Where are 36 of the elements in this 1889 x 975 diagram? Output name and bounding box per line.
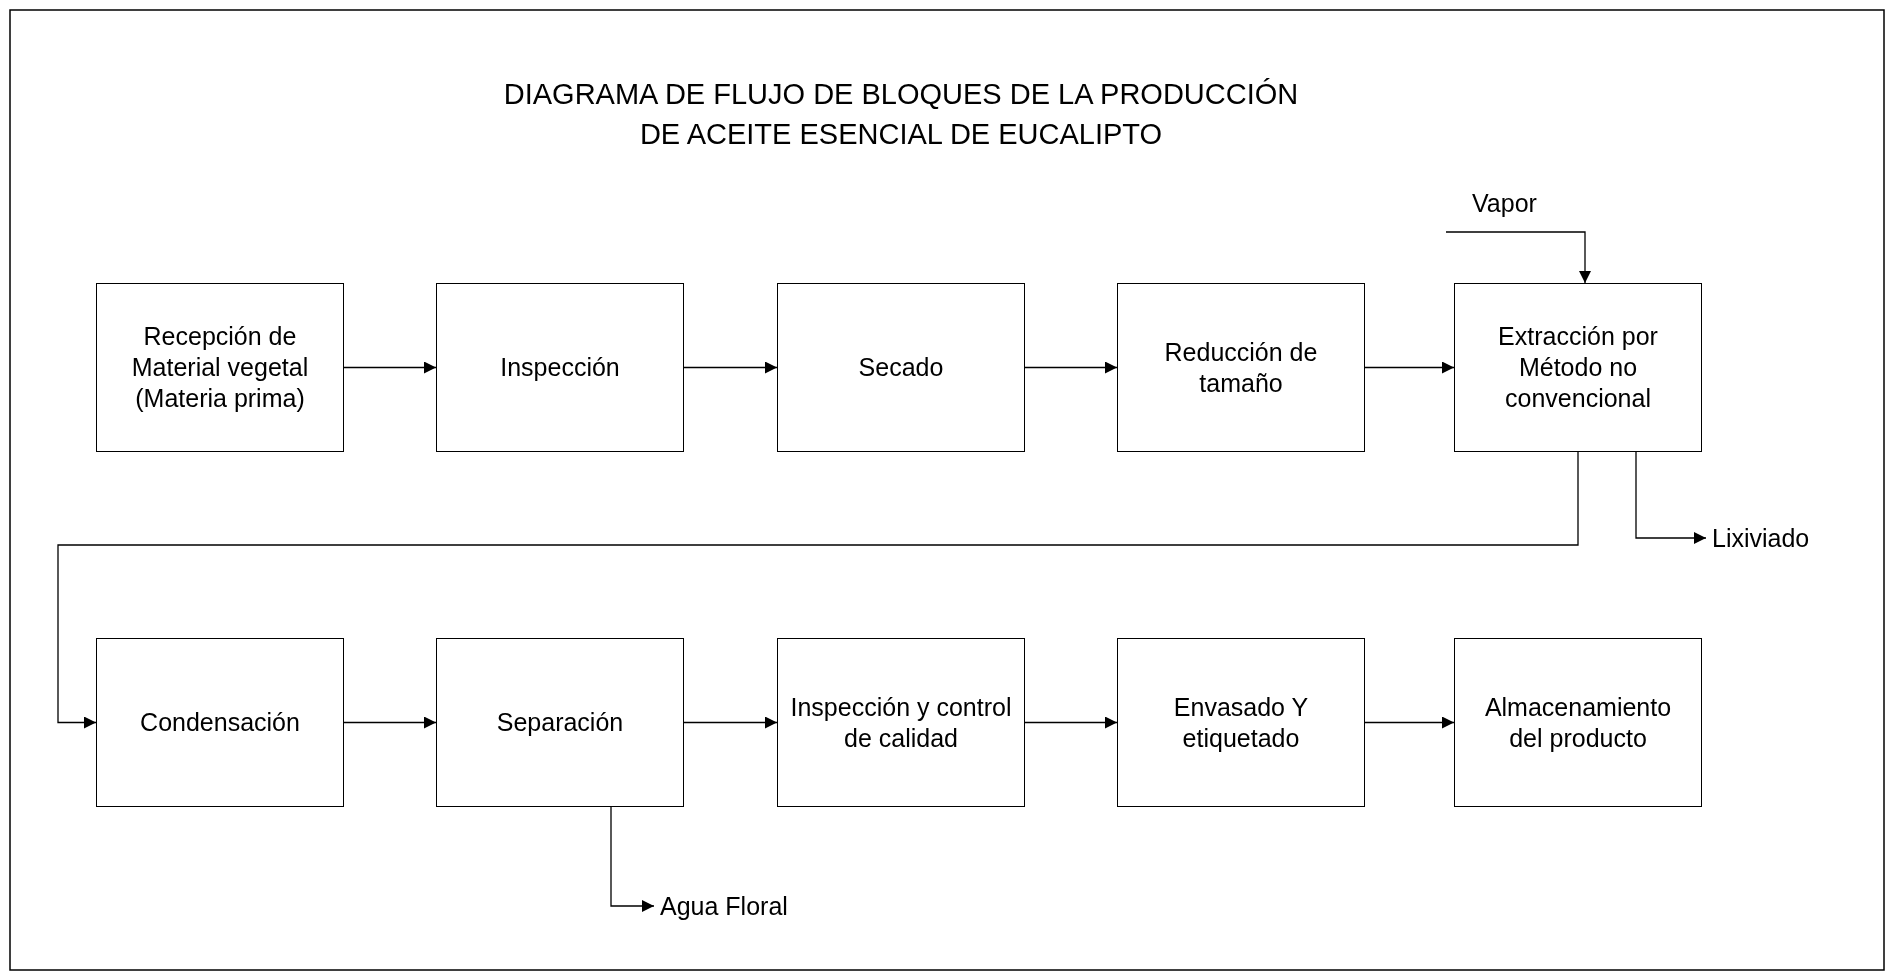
- step-label: Secado: [858, 352, 944, 383]
- stream-label: Lixiviado: [1712, 522, 1810, 554]
- process-box: [1454, 638, 1702, 807]
- flow-arrow: [1364, 361, 1455, 374]
- step-label: Inspección y control de calidad: [789, 691, 1013, 754]
- process-box: [1117, 283, 1365, 452]
- step-label: Separación: [496, 707, 624, 738]
- flow-arrow: [1364, 716, 1455, 729]
- process-box: [436, 283, 684, 452]
- flow-arrow: [343, 716, 437, 729]
- edge-label: Vapor: [1472, 188, 1537, 218]
- flow-arrow: [1445, 231, 1591, 284]
- step-label: Almacenamiento del producto: [1483, 691, 1673, 754]
- step-label: Extracción por Método no convencional: [1497, 321, 1659, 414]
- flow-arrow: [343, 361, 437, 374]
- step-label: Condensación: [140, 707, 300, 738]
- process-box: [96, 283, 344, 452]
- step-label: Inspección: [500, 352, 620, 383]
- flow-arrow: [683, 716, 778, 729]
- process-box: [777, 638, 1025, 807]
- stream-label: Agua Floral: [660, 890, 788, 922]
- flow-arrow: [683, 361, 778, 374]
- process-box: [96, 638, 344, 807]
- flow-arrow: [57, 451, 1579, 729]
- flow-arrow: [1635, 451, 1707, 544]
- step-label: Recepción de Material vegetal (Materia prima): [130, 321, 310, 414]
- flow-arrow: [1024, 361, 1118, 374]
- process-box: [1454, 283, 1702, 452]
- process-box: [777, 283, 1025, 452]
- step-label: Reducción de tamaño: [1163, 336, 1319, 399]
- flow-arrow: [1024, 716, 1118, 729]
- process-box: [436, 638, 684, 807]
- diagram-title: DIAGRAMA DE FLUJO DE BLOQUES DE LA PRODUCCIÓN DE ACEITE ESENCIAL DE EUCALIPTO: [502, 77, 1300, 152]
- process-box: [1117, 638, 1365, 807]
- flow-arrow: [610, 806, 655, 912]
- step-label: Envasado Y etiquetado: [1172, 691, 1310, 754]
